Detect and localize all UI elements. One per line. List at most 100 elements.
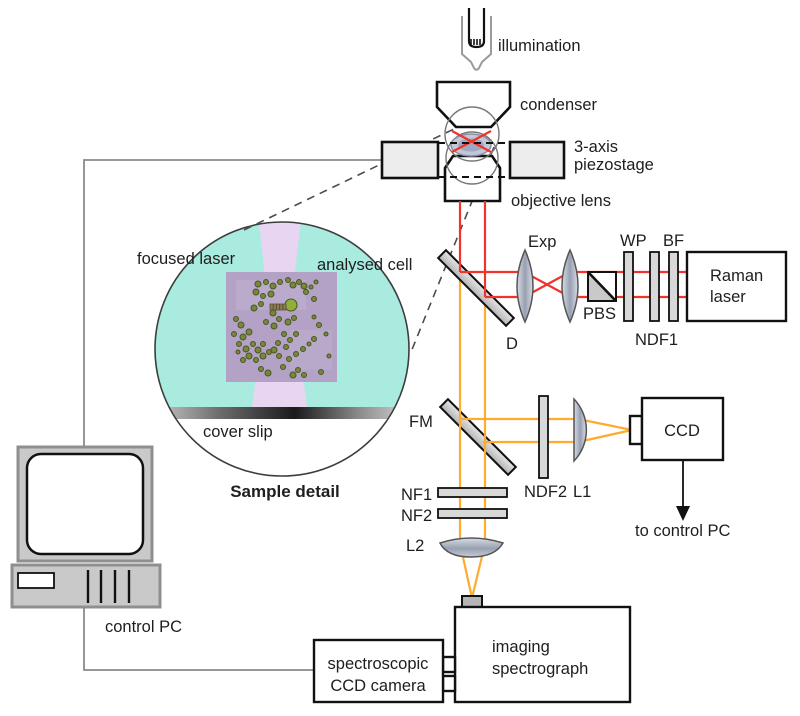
label-raman-1: Raman [710,267,763,285]
algae-cell [231,331,237,337]
signal-beams [458,272,633,599]
algae-cell [303,289,309,295]
algae-cell [326,353,332,359]
algae-cell [253,357,259,363]
label-illumination: illumination [498,37,581,55]
algae-cell [293,331,299,337]
label-spectrograph-2: spectrograph [492,660,588,678]
laser-focus-cross [451,130,492,153]
algae-cell [286,356,292,362]
label-ndf1: NDF1 [635,331,678,349]
algae-cell [260,293,266,299]
algae-cell [235,349,241,355]
algae-cell [254,346,262,354]
monitor-screen [25,452,145,556]
diatom-rod [269,303,287,311]
label-sample-detail: Sample detail [230,482,340,501]
algae-cell [300,282,308,290]
l1-lens[interactable] [573,397,588,463]
algae-cell [263,319,269,325]
algae-cell [236,341,242,347]
algae-cell [289,281,297,289]
algae-cell [260,341,266,347]
algae-cell [245,328,253,336]
l2-lens[interactable] [438,537,505,558]
algae-cell [284,318,292,326]
ccd-output-arrowhead [676,506,690,521]
algae-cell [242,345,250,353]
expander-lens-1[interactable] [516,248,534,324]
label-condenser: condenser [520,96,598,114]
algae-cell [258,366,264,372]
algae-cell [296,279,302,285]
algae-cell [316,322,322,328]
label-pbs: PBS [583,305,616,323]
condenser-body [435,80,512,129]
ndf2-filter[interactable] [538,395,549,479]
label-flip-mirror: FM [409,413,433,431]
label-dichroic: D [506,335,518,353]
pc-vents [86,570,131,603]
sample-detail-inset [154,221,410,477]
algae-cell [311,336,317,342]
label-focused-laser: focused laser [137,250,236,268]
expander-lens-2[interactable] [561,248,579,324]
label-cover-slip: cover slip [203,423,273,441]
wire-pc-to-camera [83,607,314,671]
label-ccd: CCD [664,422,700,440]
raman-laser-box [685,250,788,323]
label-l1: L1 [573,483,591,501]
microscope-stack [380,80,566,203]
algae-cell [313,279,319,285]
algae-cell [237,321,245,329]
spectroscopic-camera-box [312,638,445,704]
control-pc [10,445,162,609]
nf1-filter[interactable] [437,487,508,498]
algae-cell [259,352,267,360]
label-l2: L2 [406,537,424,555]
algae-cell [295,367,301,373]
piezostage-left-block [380,140,440,180]
label-piezostage-1: 3-axis [574,138,618,156]
ccd-port [628,414,644,446]
algae-cell [311,314,317,320]
label-spectrograph-1: imaging [492,638,550,656]
polarizing-beamsplitter[interactable] [587,271,617,302]
label-nf2: NF2 [401,507,432,525]
label-raman-2: laser [710,288,746,306]
algae-cell [285,277,291,283]
waveplate[interactable] [623,251,634,322]
label-nf1: NF1 [401,486,432,504]
algae-cell [308,284,314,290]
algae-cell [306,341,312,347]
algae-cell [267,290,275,298]
camera-coupler-bottom [441,674,457,693]
algae-cell [240,357,246,363]
algae-cell [289,371,297,379]
objective-lens-circle [445,131,499,185]
label-wp: WP [620,232,647,250]
algae-cell [263,279,269,285]
sample-circle-outline [154,221,410,477]
label-camera-1: spectroscopic [328,655,429,673]
algae-cell [276,316,282,322]
imaging-spectrograph-box [453,605,632,704]
algae-cell [280,364,286,370]
algae-cell [258,301,264,307]
wire-pc-to-piezostage [83,159,383,450]
nf2-filter[interactable] [437,508,508,519]
algae-cell [291,315,297,321]
label-to-control-pc: to control PC [635,522,730,540]
spectrograph-slit [461,595,483,608]
callout-line-lower [410,146,495,353]
algae-cell [250,304,258,312]
label-bf: BF [663,232,684,250]
bandpass-filter[interactable] [668,251,679,322]
algae-cell [239,333,247,341]
algae-cell [287,337,293,343]
algae-cell [275,340,281,346]
label-camera-2: CCD camera [330,677,426,695]
ndf1-filter[interactable] [649,251,660,322]
label-objective-lens: objective lens [511,192,611,210]
